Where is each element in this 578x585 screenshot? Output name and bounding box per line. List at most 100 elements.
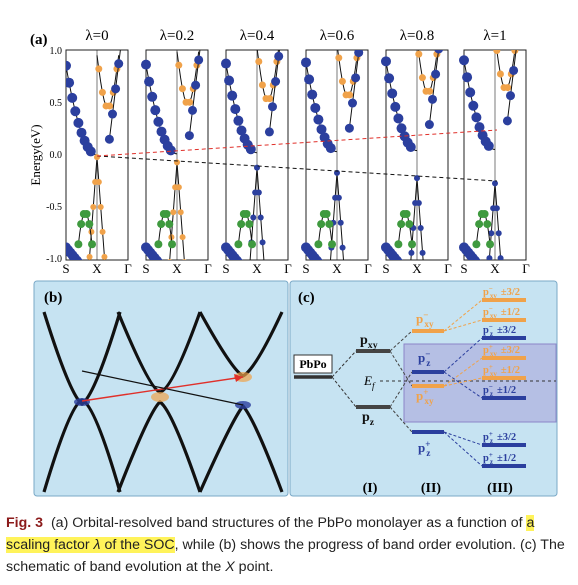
blue-orbital-dot: [76, 127, 87, 138]
pbpo-box: [293, 354, 333, 374]
green-orbital-dot: [486, 240, 495, 249]
valence-orbital-dot: [179, 234, 186, 241]
valence-orbital-dot: [417, 224, 424, 231]
split-level-label: p+z±3/2: [483, 430, 516, 445]
xtick-label: S: [62, 261, 69, 276]
green-orbital-dot: [483, 220, 492, 229]
connector-line: [443, 431, 483, 446]
blue-orbital-dot: [434, 50, 444, 54]
green-orbital-dot: [77, 220, 86, 229]
red-arrow-line: [81, 376, 244, 402]
low-blue-dot: [395, 258, 403, 260]
blue-orbital-dot: [233, 115, 244, 126]
band-curves: [141, 50, 204, 260]
orange-orbital-dot: [106, 102, 114, 110]
green-orbital-dot: [314, 240, 323, 249]
ytick-label: -1.0: [46, 254, 62, 265]
blue-orbital-dot: [354, 50, 364, 58]
blue-orbital-blob: [74, 398, 90, 406]
green-orbital-dot: [405, 220, 414, 229]
low-blue-dot: [398, 263, 408, 273]
blue-orbital-dot: [316, 124, 327, 135]
blue-orbital-dot: [357, 23, 366, 32]
valence-orbital-dot: [414, 175, 420, 182]
valence-orbital-dot: [408, 249, 415, 256]
low-blue-dot: [315, 258, 323, 260]
blue-orbital-dot: [459, 55, 469, 66]
blue-orbital-dot: [506, 91, 515, 101]
pz-label: pz: [362, 410, 375, 428]
panel-a-label: (a): [30, 32, 48, 48]
valence-orbital-dot: [254, 164, 260, 171]
blue-orbital-dot: [230, 104, 241, 115]
blue-orbital-dot: [307, 89, 318, 100]
energy-axis-label: Energy(eV): [28, 124, 43, 185]
upper-band-curve: [496, 50, 516, 91]
panel-c-label: (c): [298, 290, 315, 306]
connector-line: [443, 319, 483, 332]
valence-orbital-dot: [174, 159, 180, 166]
low-blue-dot: [235, 258, 243, 260]
blue-orbital-dot: [428, 94, 437, 104]
low-blue-dot: [311, 255, 322, 260]
xtick-label: Γ: [124, 261, 132, 276]
valence-orbital-dot: [250, 214, 257, 221]
xtick-label: Γ: [444, 261, 452, 276]
orange-orbital-dot: [186, 98, 194, 106]
panel-b-label: (b): [44, 290, 62, 306]
green-orbital-dot: [88, 240, 97, 249]
connector-line: [443, 337, 483, 373]
green-orbital-dot: [328, 240, 337, 249]
figure-caption: Fig. 3 (a) Orbital-resolved band structu…: [6, 512, 572, 578]
valence-orbital-dot: [339, 244, 346, 251]
green-orbital-dot: [85, 220, 94, 229]
orange-orbital-dot: [493, 50, 501, 54]
green-orbital-dot: [472, 240, 481, 249]
pz-plus-label: p+z: [418, 439, 430, 458]
blue-orbital-dot: [85, 146, 96, 157]
fermi-level-label: Ef: [363, 373, 376, 391]
panel-b: (b): [33, 280, 289, 497]
low-blue-dot: [396, 261, 406, 271]
orange-orbital-dot: [95, 65, 103, 73]
caption-highlight-text: a scaling factor: [6, 515, 535, 553]
valence-orbital-dot: [101, 253, 108, 260]
green-orbital-dot: [162, 210, 171, 219]
panel-c: (c) PbPopxypzEfp−xyp−zp+xyp+zp−xy±3/2p−x…: [289, 280, 558, 497]
blue-orbital-dot: [271, 77, 281, 86]
valence-orbital-dot: [486, 255, 493, 260]
blue-orbital-dot: [474, 122, 485, 133]
valence-orbital-dot: [94, 154, 100, 161]
orange-orbital-dot: [338, 77, 346, 85]
red-dashed-line: [96, 129, 498, 157]
blue-orbital-dot: [221, 58, 231, 69]
valence-orbital-dot: [335, 194, 342, 201]
blue-orbital-dot: [117, 34, 126, 43]
orange-orbital-dot: [266, 95, 274, 103]
blue-orbital-dot: [114, 59, 124, 69]
valence-orbital-dot: [497, 255, 504, 260]
caption-figno: Fig. 3: [6, 515, 44, 531]
blue-orbital-dot: [381, 56, 391, 67]
blue-orbital-dot: [264, 127, 274, 137]
blue-orbital-dot: [310, 102, 321, 113]
valence-orbital-dot: [492, 180, 498, 187]
blue-orbital-dot: [194, 55, 204, 65]
connector-line: [443, 377, 483, 387]
blue-orbital-dot: [462, 72, 473, 83]
valence-orbital-dot: [167, 259, 172, 260]
blue-orbital-dot: [144, 76, 155, 87]
xtick-label: X: [332, 261, 342, 276]
xtick-label: S: [222, 261, 229, 276]
pxy-label: pxy: [360, 333, 378, 351]
blue-orbital-dot: [424, 120, 434, 130]
blue-orbital-dot: [387, 88, 398, 99]
blue-orbital-dot: [431, 69, 441, 79]
xtick-label: X: [412, 261, 422, 276]
split-level-label: p+xy±3/2: [483, 343, 520, 358]
valence-orbital-dot: [97, 203, 104, 210]
low-blue-dot: [155, 258, 163, 260]
blue-orbital-dot: [224, 75, 235, 86]
split-level-label: p−xy±3/2: [483, 285, 520, 300]
band-curves: [66, 34, 126, 260]
